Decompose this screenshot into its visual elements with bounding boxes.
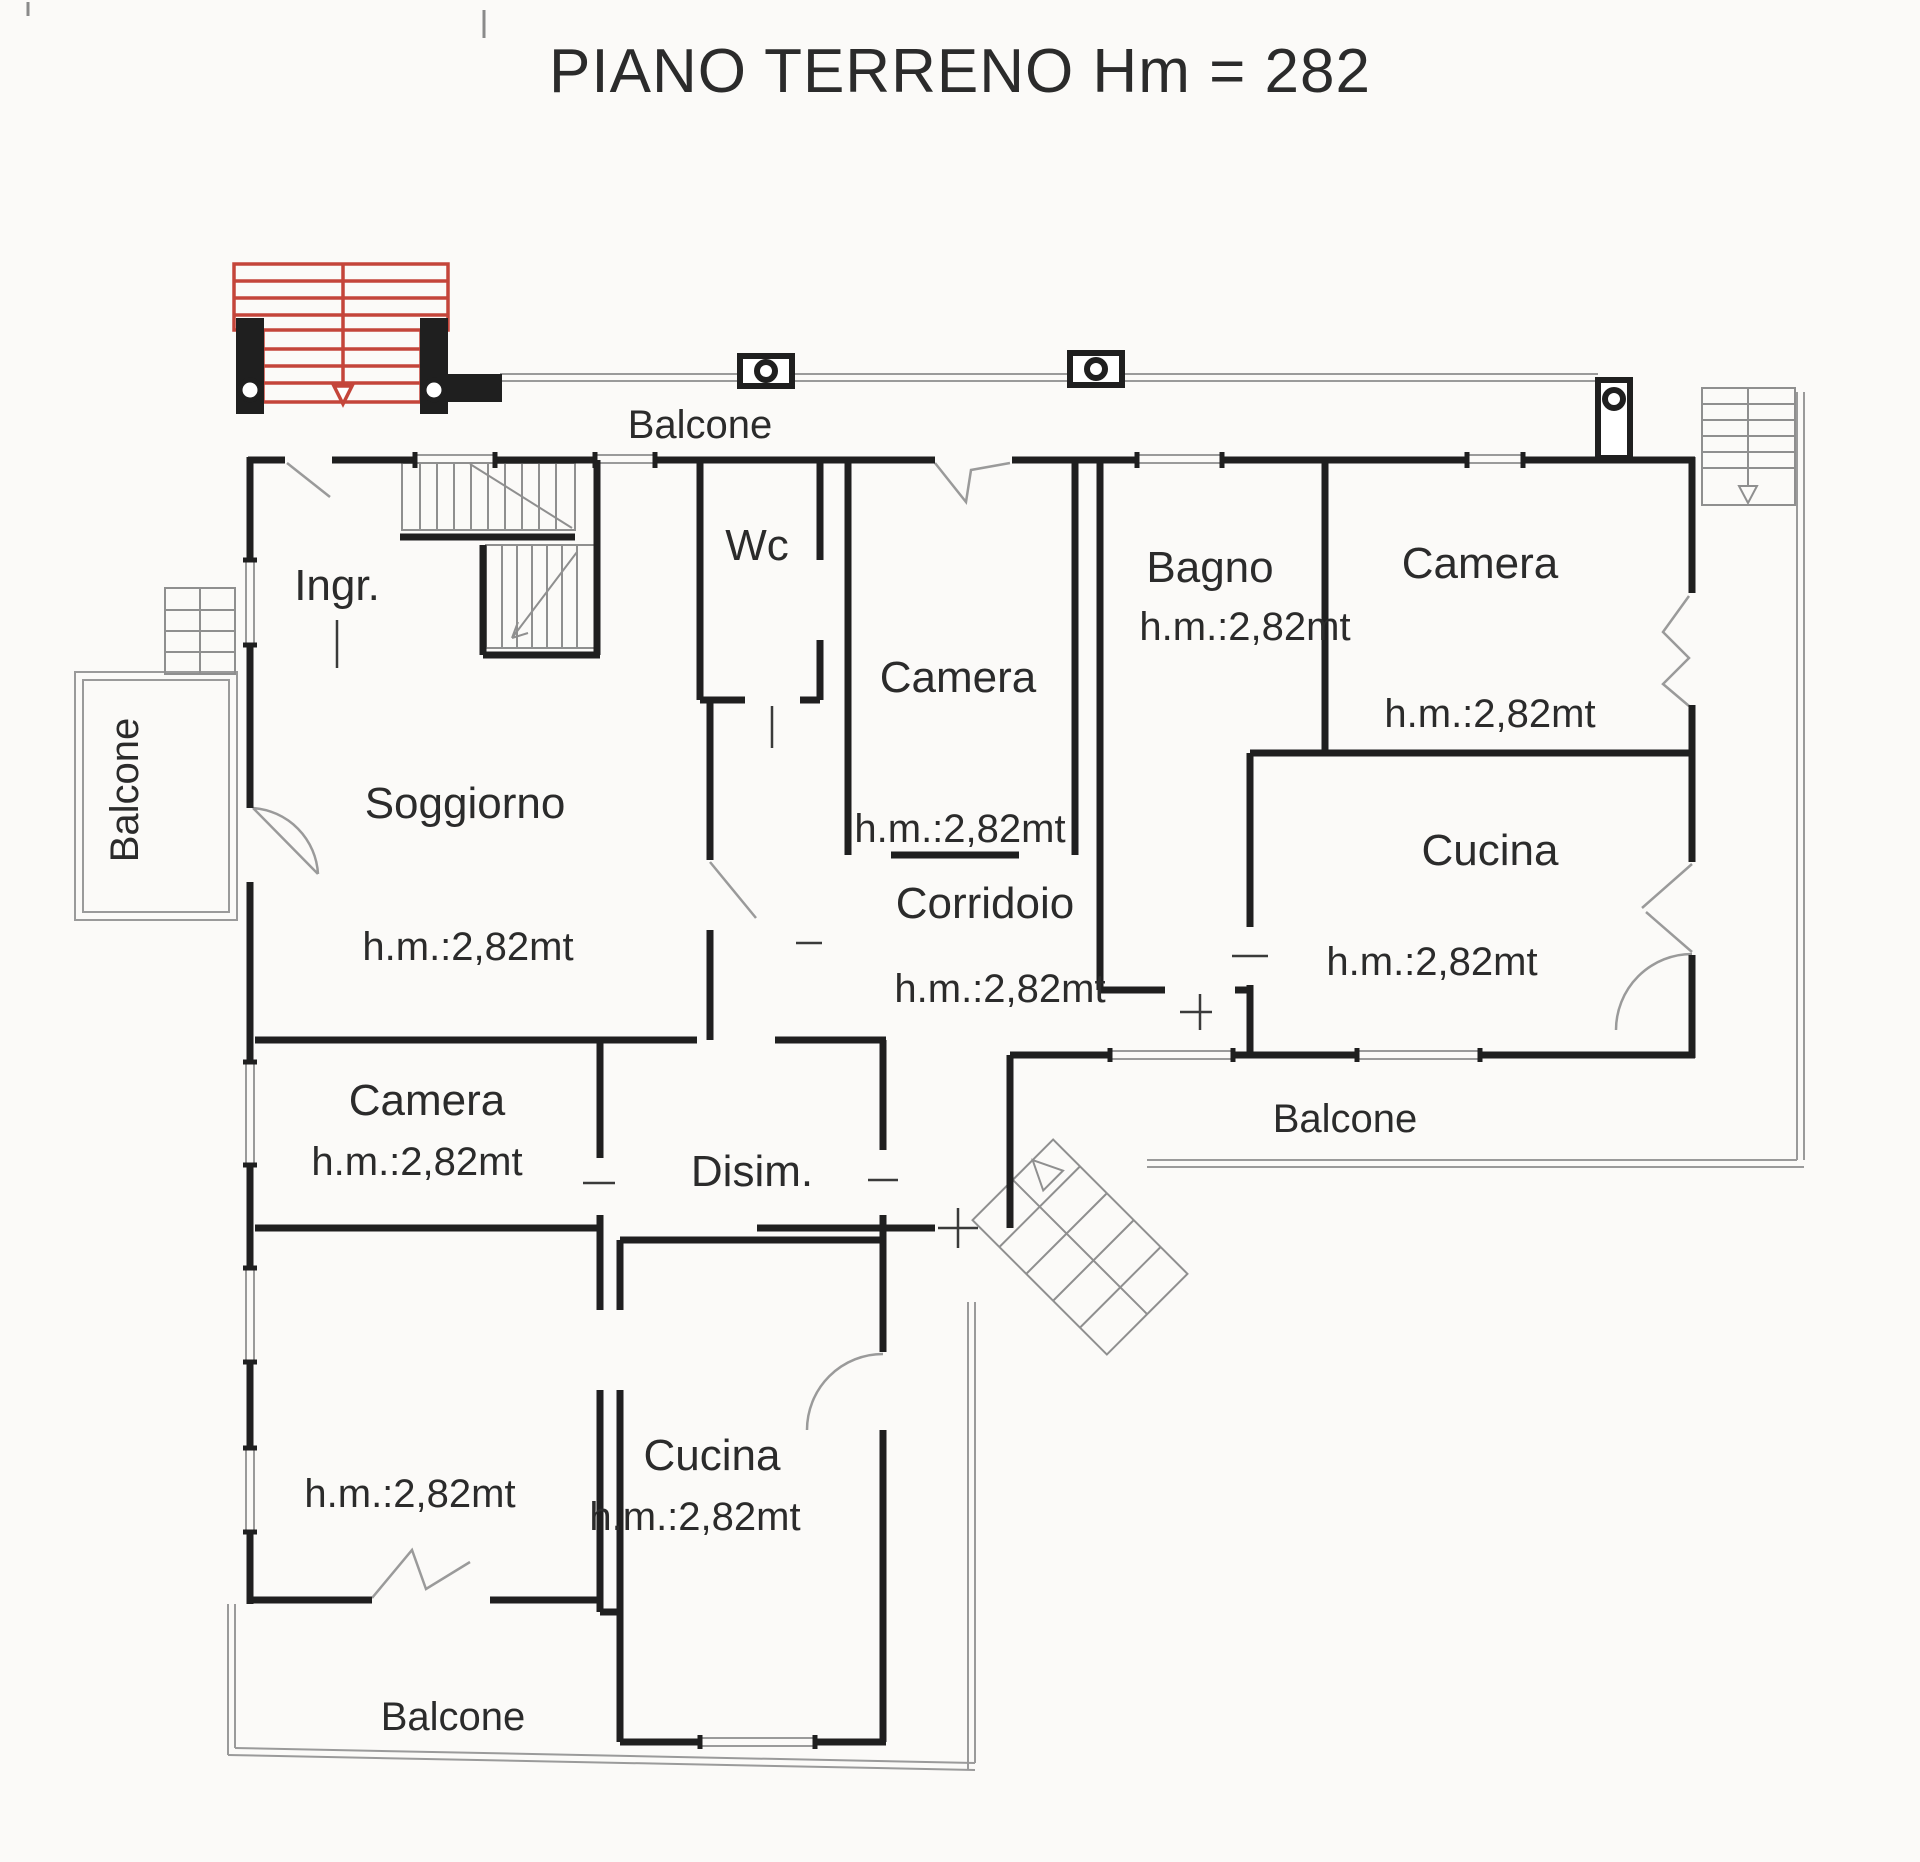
room-label-camera-top: Camera [880, 653, 1037, 702]
doors [252, 461, 1693, 1599]
balcony-posts [737, 350, 1633, 461]
door-ticks [335, 620, 1268, 1248]
staircase-posts [237, 377, 447, 403]
room-label-cucina-bottom: Cucina [644, 1431, 781, 1480]
height-label-room-bottom-left: h.m.:2,82mt [304, 1472, 515, 1516]
room-label-camera-lower: Camera [349, 1076, 506, 1125]
scan-artifacts [26, 2, 486, 38]
balcony-rails [74, 373, 1805, 1771]
room-label-soggiorno: Soggiorno [365, 779, 566, 828]
height-label-bagno: h.m.:2,82mt [1139, 605, 1350, 649]
diagonal-exterior-staircase [971, 1138, 1189, 1356]
room-label-bagno: Bagno [1146, 543, 1273, 592]
balcony-label-right: Balcone [1273, 1097, 1418, 1141]
height-label-soggiorno: h.m.:2,82mt [362, 925, 573, 969]
room-label-corridoio: Corridoio [896, 879, 1075, 928]
room-label-ingresso: Ingr. [294, 561, 380, 610]
internal-staircase [401, 462, 596, 649]
height-label-cucina-right: h.m.:2,82mt [1326, 940, 1537, 984]
outer-walls [246, 456, 1696, 1746]
room-label-cucina-right: Cucina [1422, 826, 1559, 875]
balcony-label-top: Balcone [628, 403, 773, 447]
height-label-corridoio: h.m.:2,82mt [894, 967, 1105, 1011]
interior-walls [255, 460, 1692, 1612]
balcony-label-bottom: Balcone [381, 1695, 526, 1739]
room-label-camera-right: Camera [1402, 539, 1559, 588]
room-label-disimpegno: Disim. [691, 1147, 813, 1196]
left-balcony-staircase [164, 587, 236, 675]
red-staircase [232, 262, 450, 408]
height-label-camera-right: h.m.:2,82mt [1384, 692, 1595, 736]
height-label-camera-lower: h.m.:2,82mt [311, 1140, 522, 1184]
page-title: PIANO TERRENO Hm = 282 [549, 37, 1371, 106]
height-label-camera-top: h.m.:2,82mt [854, 807, 1065, 851]
labels: PIANO TERRENO Hm = 282 Balcone Balcone B… [103, 37, 1596, 1739]
height-label-cucina-bottom: h.m.:2,82mt [589, 1495, 800, 1539]
balcony-label-left: Balcone [103, 718, 147, 863]
room-label-wc: Wc [725, 521, 789, 570]
top-right-exterior-staircase [1701, 387, 1796, 506]
